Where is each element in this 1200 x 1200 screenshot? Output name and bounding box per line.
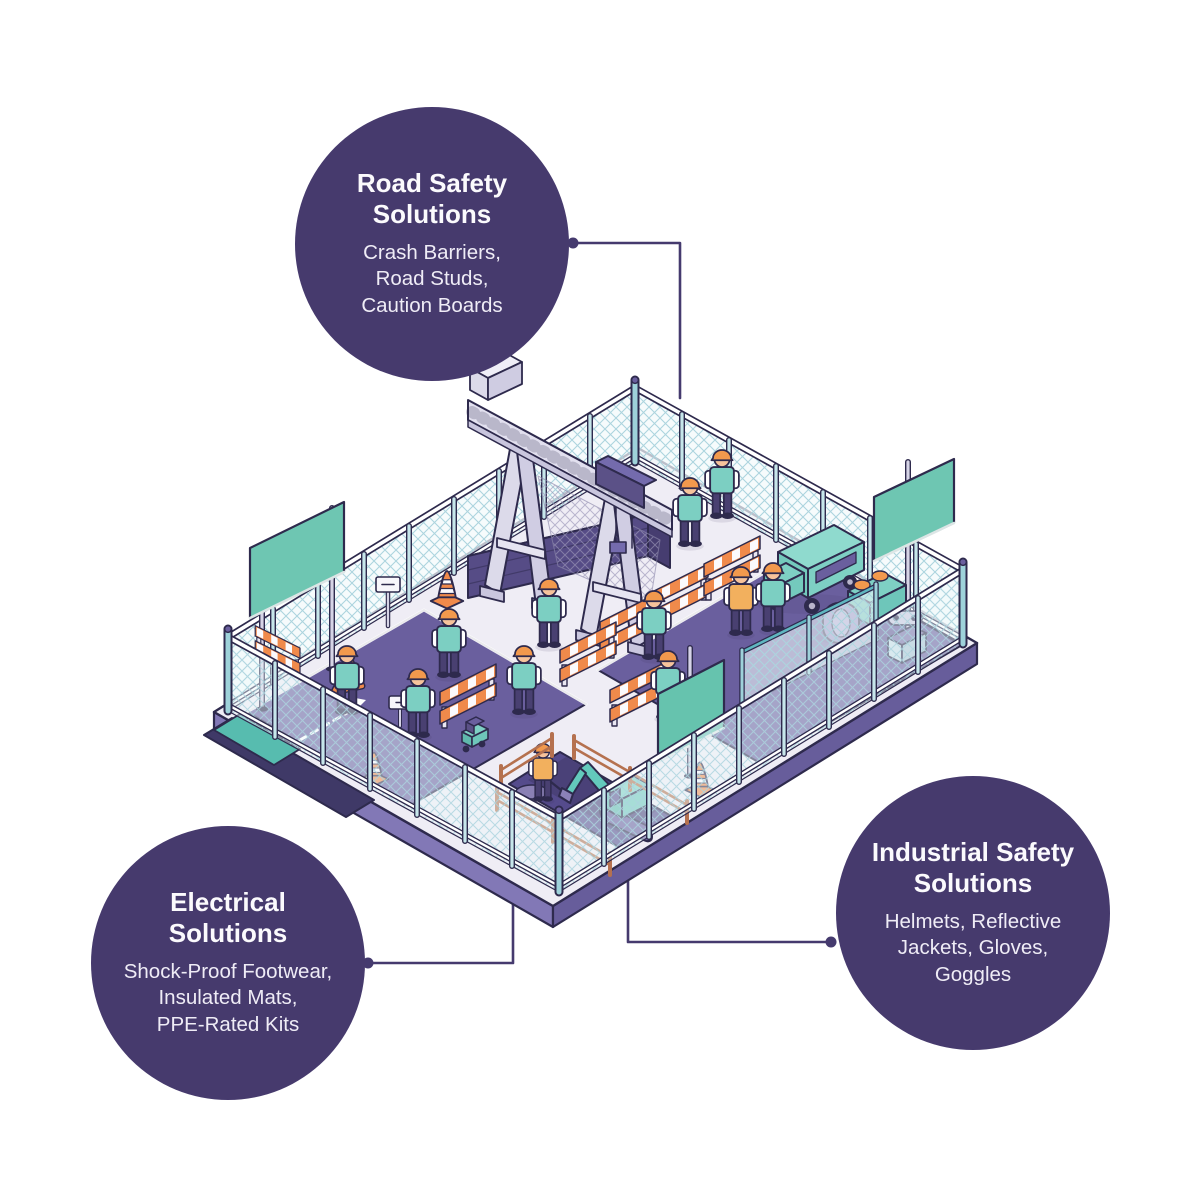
callout-road-safety: Road Safety Solutions Crash Barriers, Ro…: [295, 107, 569, 381]
callout-title: Electrical Solutions: [168, 887, 288, 948]
connector-road-safety: [567, 237, 682, 400]
connector-industrial-safety: [626, 865, 837, 948]
callout-electrical: Electrical Solutions Shock-Proof Footwea…: [91, 826, 365, 1100]
callout-description: Helmets, Reflective Jackets, Gloves, Gog…: [884, 909, 1062, 986]
callout-description: Shock-Proof Footwear, Insulated Mats, PP…: [123, 959, 333, 1036]
signboard-west: [248, 500, 346, 712]
connector-electrical: [362, 895, 515, 969]
roller-seat: [853, 579, 871, 591]
direction-sign: [375, 576, 401, 629]
callout-title: Road Safety Solutions: [356, 168, 508, 229]
callout-industrial-safety: Industrial Safety Solutions Helmets, Ref…: [836, 776, 1110, 1050]
crane-trolley: [595, 455, 657, 554]
generator-cart: [461, 716, 489, 753]
callout-title: Industrial Safety Solutions: [871, 837, 1075, 898]
fence-corner-posts: [223, 375, 968, 897]
chain-link-fence-southeast: [555, 566, 967, 893]
arrow-sign: [388, 695, 412, 728]
gantry-crane: [466, 351, 674, 659]
callout-description: Crash Barriers, Road Studs, Caution Boar…: [361, 240, 503, 317]
